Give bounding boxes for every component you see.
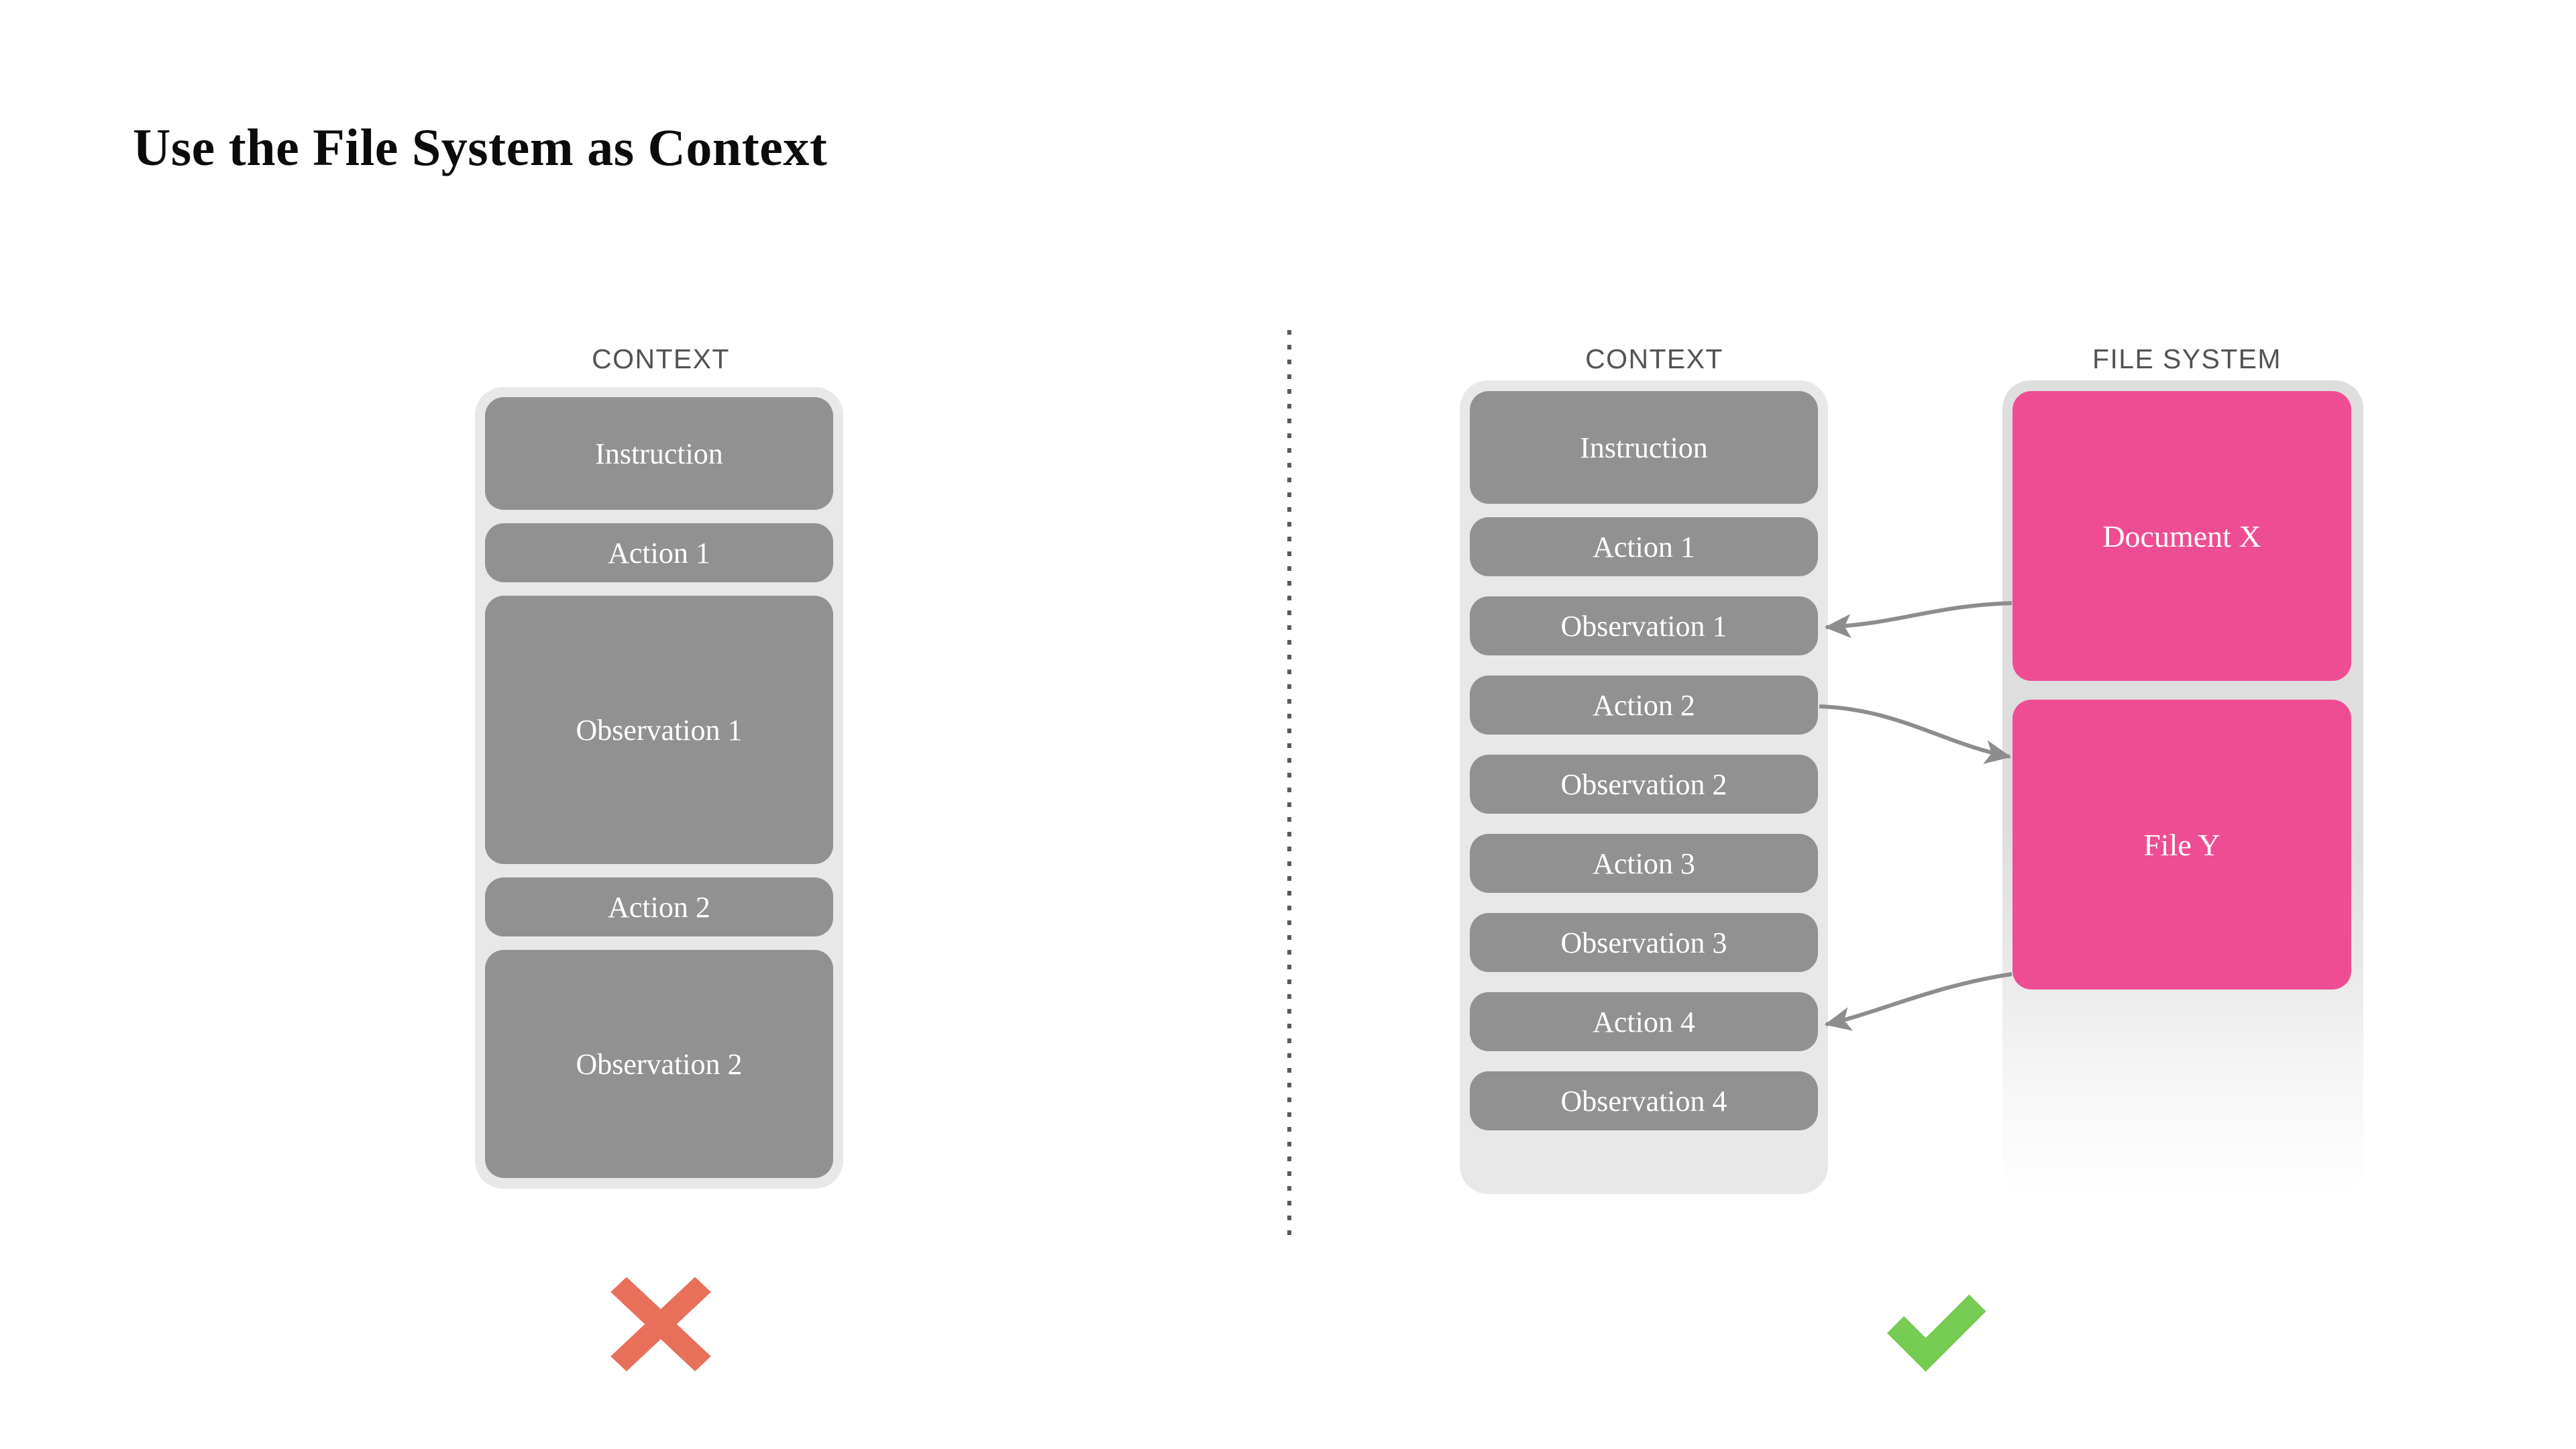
arrow-file-y-to-action-4 — [1824, 972, 2012, 1031]
right-verdict-check — [1875, 1268, 1996, 1389]
block-label: Observation 2 — [576, 1047, 743, 1081]
left-verdict-cross — [604, 1271, 718, 1385]
block-label: Action 2 — [608, 890, 710, 924]
right-block-observation-2: Observation 2 — [1470, 755, 1818, 814]
right-block-action-4: Action 4 — [1470, 992, 1818, 1051]
block-label: Action 1 — [608, 536, 710, 570]
fs-block-file-y: File Y — [2012, 700, 2351, 989]
cross-icon — [610, 1277, 711, 1372]
block-label: Action 4 — [1593, 1005, 1695, 1038]
arrow-action-2-to-file-y — [1819, 704, 2012, 764]
block-label: Observation 1 — [1560, 609, 1727, 643]
block-label: Observation 2 — [1560, 767, 1727, 801]
block-label: Observation 3 — [1560, 926, 1727, 959]
left-block-action-2: Action 2 — [485, 877, 833, 936]
fs-block-document-x: Document X — [2012, 391, 2351, 681]
right-block-instruction: Instruction — [1470, 391, 1818, 504]
file-system-header: FILE SYSTEM — [2092, 343, 2282, 374]
page-title: Use the File System as Context — [133, 118, 828, 176]
block-label: Action 2 — [1593, 688, 1695, 722]
right-block-action-3: Action 3 — [1470, 834, 1818, 893]
block-label: Action 3 — [1593, 847, 1695, 880]
block-label: File Y — [2143, 827, 2220, 862]
block-label: Observation 1 — [576, 713, 743, 747]
right-block-action-1: Action 1 — [1470, 517, 1818, 576]
arrow-document-x-to-observation-1 — [1824, 601, 2012, 639]
left-block-action-1: Action 1 — [485, 523, 833, 582]
left-block-observation-2: Observation 2 — [485, 950, 833, 1178]
block-label: Document X — [2102, 519, 2261, 553]
block-label: Instruction — [1580, 431, 1708, 464]
block-label: Observation 4 — [1560, 1084, 1727, 1118]
left-context-header: CONTEXT — [592, 343, 730, 374]
left-block-observation-1: Observation 1 — [485, 596, 833, 864]
right-block-action-2: Action 2 — [1470, 676, 1818, 735]
block-label: Action 1 — [1593, 530, 1695, 564]
right-block-observation-3: Observation 3 — [1470, 913, 1818, 972]
right-block-observation-1: Observation 1 — [1470, 596, 1818, 655]
block-label: Instruction — [595, 437, 723, 470]
right-context-header: CONTEXT — [1585, 343, 1723, 374]
right-block-observation-4: Observation 4 — [1470, 1071, 1818, 1130]
left-block-instruction: Instruction — [485, 397, 833, 510]
check-icon — [1887, 1294, 1986, 1372]
